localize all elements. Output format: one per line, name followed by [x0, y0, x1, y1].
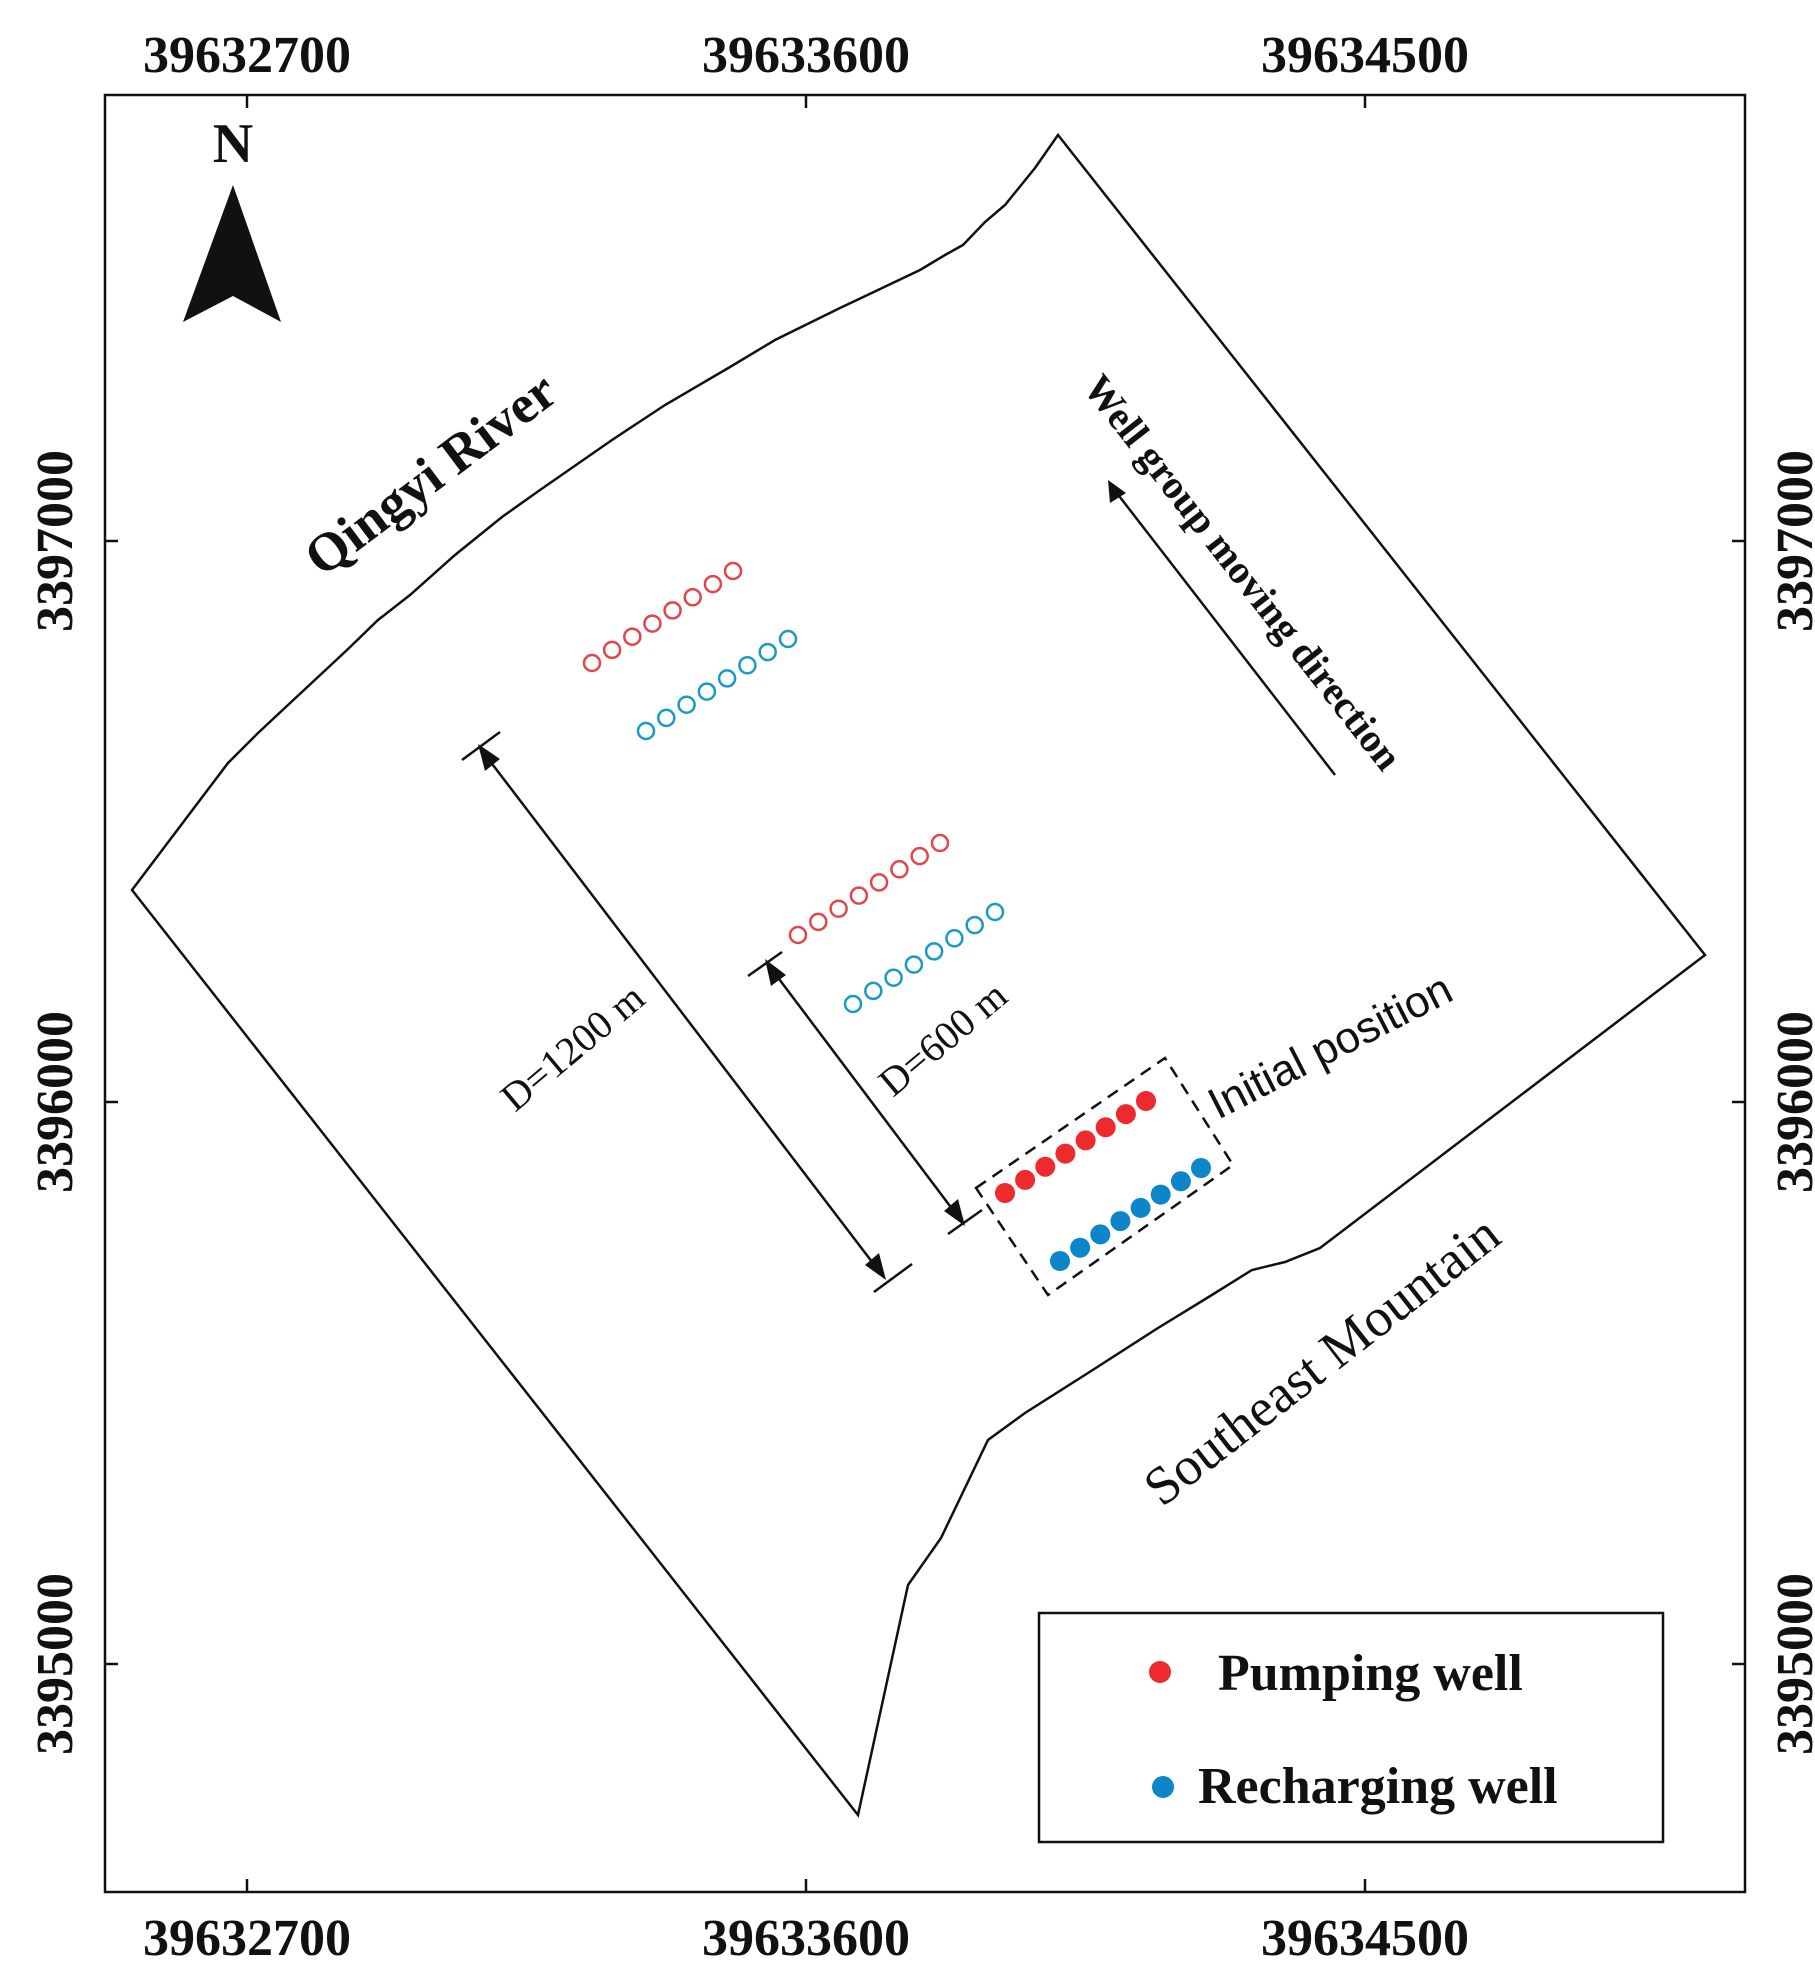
far-recharging-well [758, 642, 777, 662]
far-recharging-well [778, 629, 798, 649]
mid-pumping-well [809, 912, 828, 932]
well-groups [582, 561, 1211, 1271]
initial-recharging-well [1170, 1171, 1191, 1192]
far-recharging-well [677, 695, 696, 714]
far-pumping-well [703, 574, 723, 594]
far-recharging-well [717, 669, 737, 688]
far-pumping-well [623, 627, 642, 646]
x-tick-top-3: 39634500 [1261, 27, 1469, 84]
mid-pumping-well [890, 860, 909, 879]
d600-arrowhead-top-icon [765, 959, 786, 986]
x-tick-top-2: 39633600 [702, 27, 910, 84]
initial-recharging-well [1050, 1251, 1070, 1271]
mid-pumping-well [788, 925, 808, 945]
legend-pumping-label: Pumping well [1218, 1645, 1523, 1702]
y-tick-left-1: 3397000 [27, 450, 84, 632]
legend-box [1037, 1611, 1665, 1844]
north-arrow-icon [183, 185, 281, 322]
north-label: N [213, 113, 253, 175]
initial-pumping-well [1136, 1091, 1156, 1111]
y-tick-right-2: 3396000 [1767, 1011, 1815, 1193]
initial-recharging-well [1070, 1237, 1091, 1258]
d1200-cap-bottom [873, 1262, 913, 1294]
d1200-cap-top [461, 730, 501, 762]
y-tick-left-2: 3396000 [27, 1011, 84, 1193]
initial-recharging-well [1110, 1211, 1131, 1232]
initial-pumping-well [1035, 1156, 1056, 1177]
initial-position-box [974, 1056, 1235, 1297]
d1200-arrowhead-bottom-icon [865, 1253, 886, 1280]
far-recharging-well [657, 708, 676, 728]
initial-recharging-well [1191, 1158, 1211, 1178]
mid-recharging-well [965, 915, 984, 935]
initial-pumping-well [1095, 1117, 1116, 1138]
mid-recharging-well [904, 955, 924, 974]
x-tick-bottom-3: 39634500 [1261, 1910, 1469, 1962]
mid-recharging-well [884, 968, 903, 987]
far-recharging-well [636, 721, 656, 741]
initial-pumping-well [995, 1183, 1015, 1203]
far-pumping-well [582, 653, 602, 673]
d1200-arrowhead-top-icon [478, 744, 500, 771]
mid-recharging-well [985, 902, 1005, 922]
far-pumping-well [663, 601, 682, 620]
x-tick-top-1: 39632700 [143, 27, 351, 84]
mid-recharging-well [945, 929, 964, 948]
mid-pumping-well [869, 873, 889, 892]
initial-pumping-well [1015, 1169, 1036, 1190]
study-area-boundary [130, 132, 1707, 1818]
x-tick-bottom-1: 39632700 [143, 1910, 351, 1962]
far-pumping-well [643, 614, 662, 633]
y-tick-right-1: 3397000 [1767, 450, 1815, 632]
legend-recharging-label: Recharging well [1198, 1758, 1558, 1815]
mid-pumping-well [930, 833, 950, 853]
initial-recharging-well [1150, 1184, 1171, 1205]
initial-pumping-well [1115, 1104, 1136, 1125]
d1200-dimension-line [479, 747, 883, 1276]
river-label: Qingyi River [293, 360, 567, 588]
initial-pumping-well [1055, 1143, 1076, 1164]
legend-recharging-marker [1152, 1776, 1174, 1798]
d600-arrowhead-bottom-icon [944, 1199, 965, 1226]
d600-dimension-line [766, 962, 963, 1223]
mid-pumping-well [910, 846, 929, 866]
initial-recharging-well [1090, 1224, 1111, 1245]
mid-recharging-well [924, 942, 944, 961]
mid-recharging-well [843, 994, 863, 1014]
direction-arrowhead-icon [1108, 480, 1126, 503]
mountain-label: Southeast Mountain [1132, 1203, 1511, 1517]
d600-cap-bottom [947, 1208, 983, 1236]
initial-pumping-well [1075, 1130, 1096, 1151]
mid-recharging-well [864, 981, 883, 1001]
legend-pumping-marker [1149, 1661, 1171, 1683]
direction-label: Well group moving direction [1075, 366, 1411, 779]
far-pumping-well [723, 561, 743, 581]
initial-recharging-well [1130, 1197, 1151, 1218]
mid-pumping-well [849, 886, 869, 905]
far-pumping-well [602, 640, 622, 660]
mid-pumping-well [829, 899, 848, 918]
y-tick-left-3: 3395000 [27, 1573, 84, 1755]
far-recharging-well [697, 682, 717, 701]
direction-arrow-line [1115, 491, 1336, 776]
frame-ticks [105, 95, 1745, 1892]
far-recharging-well [738, 656, 757, 675]
far-pumping-well [683, 588, 702, 607]
x-tick-bottom-2: 39633600 [702, 1910, 910, 1962]
d1200-label: D=1200 m [492, 975, 653, 1120]
d600-label: D=600 m [870, 972, 1016, 1105]
d600-cap-top [747, 950, 783, 978]
y-tick-right-3: 3395000 [1767, 1573, 1815, 1755]
map-frame [103, 93, 1747, 1894]
initial-position-label: Initial position [1200, 964, 1460, 1129]
